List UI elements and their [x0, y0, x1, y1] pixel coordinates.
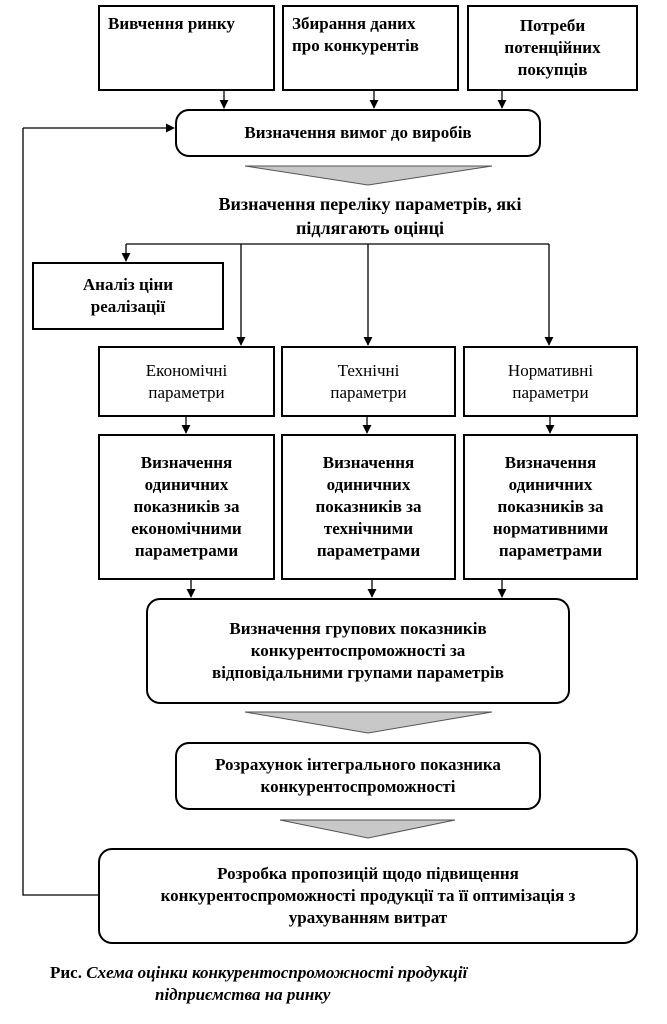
requirements-label: Визначення вимог до виробів [244, 123, 472, 142]
normative-params-box: Нормативні параметри [463, 346, 638, 417]
price-analysis-label: Аналіз ціни реалізації [82, 275, 174, 316]
parameters-list-text: Визначення переліку параметрів, які підл… [218, 194, 522, 238]
group-indicators-label: Визначення групових показників конкурент… [212, 619, 504, 682]
group-indicators-box: Визначення групових показників конкурент… [146, 598, 570, 704]
integral-indicator-box: Розрахунок інтегрального показника конку… [175, 742, 541, 810]
caption-text-line2: підприємства на ринку [155, 985, 331, 1004]
funnel-arrow-3 [279, 819, 456, 839]
caption-text-line1: Схема оцінки конкурентоспроможності прод… [86, 963, 468, 982]
technical-single-box: Визначення одиничних показників за техні… [281, 434, 456, 580]
funnel-arrow-2 [244, 711, 493, 734]
technical-single-label: Визначення одиничних показників за техні… [315, 453, 422, 560]
market-study-box: Вивчення ринку [98, 5, 275, 91]
economic-single-label: Визначення одиничних показників за еконо… [131, 453, 242, 560]
normative-params-label: Нормативні параметри [507, 360, 594, 402]
technical-params-label: Технічні параметри [330, 360, 407, 402]
proposals-label: Розробка пропозицій щодо підвищення конк… [160, 864, 576, 927]
market-study-label: Вивчення ринку [108, 14, 235, 33]
caption-label: Рис. [50, 963, 82, 982]
proposals-box: Розробка пропозицій щодо підвищення конк… [98, 848, 638, 944]
normative-single-box: Визначення одиничних показників за норма… [463, 434, 638, 580]
requirements-box: Визначення вимог до виробів [175, 109, 541, 157]
feedback-loop-line [22, 128, 98, 896]
funnel-arrow-1 [244, 165, 493, 186]
figure-caption: Рис. Схема оцінки конкурентоспроможності… [50, 962, 610, 1006]
price-analysis-box: Аналіз ціни реалізації [32, 262, 224, 330]
buyer-needs-box: Потреби потенційних покупців [467, 5, 638, 91]
technical-params-box: Технічні параметри [281, 346, 456, 417]
economic-single-box: Визначення одиничних показників за еконо… [98, 434, 275, 580]
competitor-data-box: Збирання даних про конкурентів [282, 5, 459, 91]
economic-params-box: Економічні параметри [98, 346, 275, 417]
integral-indicator-label: Розрахунок інтегрального показника конку… [215, 755, 501, 796]
normative-single-label: Визначення одиничних показників за норма… [492, 453, 609, 560]
buyer-needs-label: Потреби потенційних покупців [504, 16, 601, 79]
economic-params-label: Економічні параметри [145, 360, 228, 402]
competitor-data-label: Збирання даних про конкурентів [292, 14, 419, 55]
